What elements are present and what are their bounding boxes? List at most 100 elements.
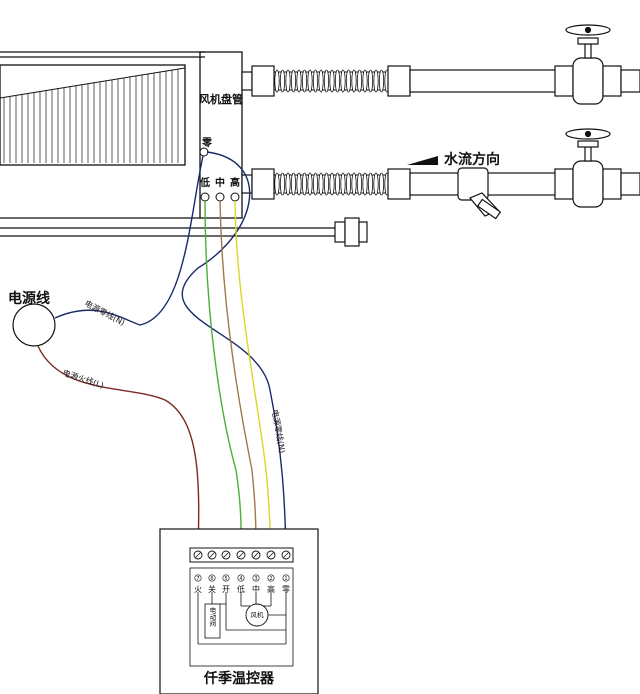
high-speed-wire — [234, 200, 272, 553]
low-terminal — [200, 192, 210, 202]
hose-ring — [334, 69, 341, 93]
hose-ring — [274, 172, 280, 196]
hose-ring — [362, 172, 368, 196]
fan-coil-unit — [0, 51, 335, 237]
terminal-number-ring — [237, 574, 245, 582]
terminal-number: 6 — [210, 576, 213, 582]
zero-terminal — [199, 147, 209, 157]
hose-ring — [323, 69, 330, 93]
terminal-numbers: 7 6 5 4 3 2 1 — [194, 574, 290, 582]
hose-ring — [323, 172, 330, 196]
power-source — [12, 303, 56, 347]
terminal-label: 开 — [222, 585, 230, 594]
terminal-label: 中 — [252, 584, 260, 594]
hose-ring — [285, 69, 291, 93]
flow-direction-label: 水流方向 — [444, 151, 500, 168]
zero-terminal-label: 零 — [200, 136, 213, 148]
screw-slot — [238, 552, 244, 558]
hose-ring — [279, 172, 286, 196]
hose-ring — [290, 69, 297, 93]
high-terminal-label: 高 — [230, 176, 240, 189]
hose-ring — [296, 172, 302, 196]
fan-coil-title: 风机盘管 — [199, 92, 243, 106]
terminal-number: 4 — [239, 576, 242, 582]
hose-ring — [334, 172, 341, 196]
live-wire — [37, 345, 200, 553]
live-wire-label: 电源火线(L) — [61, 367, 105, 390]
mid-terminal-label: 中 — [215, 176, 225, 189]
thermostat-title: 仟季温控器 — [203, 670, 275, 687]
fin-edge — [0, 67, 186, 99]
thermostat: 7 6 5 4 3 2 1 火关开低中高零 电动阀 风机 仟季温控器 — [159, 528, 319, 694]
hose-ring — [301, 69, 308, 93]
hose-ring — [307, 69, 313, 93]
hose-ring — [373, 69, 379, 93]
terminal-label: 低 — [237, 584, 245, 594]
mid-terminal — [215, 192, 225, 202]
hose-ring — [290, 172, 297, 196]
flex-hose-lower — [274, 172, 390, 196]
terminal-label: 高 — [267, 584, 275, 594]
hose-ring — [312, 69, 319, 93]
hose-ring — [274, 69, 280, 93]
coil-fins — [0, 67, 186, 163]
terminal-number-ring — [252, 574, 260, 582]
terminal-number-ring — [267, 574, 275, 582]
hose-ring — [296, 69, 302, 93]
hose-ring — [378, 172, 385, 196]
neutral-wire-label: 电源零线(N) — [83, 298, 127, 328]
flow-arrow-icon — [407, 156, 438, 165]
hose-ring — [285, 172, 291, 196]
motorized-valve — [204, 603, 221, 639]
fan-label: 风机 — [251, 610, 265, 619]
hose-ring — [367, 172, 374, 196]
hose-ring — [301, 172, 308, 196]
high-terminal — [230, 192, 240, 202]
terminal-number: 2 — [269, 576, 272, 582]
hose-ring — [318, 69, 324, 93]
hose-ring — [345, 172, 352, 196]
hose-ring — [356, 69, 363, 93]
drain-fitting — [334, 217, 368, 247]
upper-pipe — [241, 24, 640, 105]
terminal-number: 3 — [254, 576, 257, 582]
lower-pipe — [241, 128, 640, 220]
hose-ring — [329, 69, 335, 93]
screw-slot — [195, 552, 201, 558]
neutral-wire-power — [54, 155, 204, 326]
screw-slot — [283, 552, 289, 558]
neutral-wire-label-2: 电源零线(N) — [270, 409, 288, 454]
hose-ring — [318, 172, 324, 196]
hose-ring — [356, 172, 363, 196]
hose-ring — [378, 69, 385, 93]
flex-hose-upper — [274, 69, 390, 93]
terminal-label: 火 — [194, 585, 202, 594]
terminal-labels: 火关开低中高零 — [194, 584, 290, 594]
terminal-block — [193, 550, 291, 560]
terminal-label: 零 — [282, 585, 290, 594]
hose-ring — [340, 69, 346, 93]
terminal-number: 7 — [196, 576, 199, 582]
hose-ring — [312, 172, 319, 196]
terminal-label: 关 — [208, 584, 216, 594]
hose-ring — [345, 69, 352, 93]
hose-ring — [367, 69, 374, 93]
screw-slot — [223, 552, 229, 558]
low-speed-wire — [204, 200, 242, 553]
hose-ring — [362, 69, 368, 93]
hose-ring — [340, 172, 346, 196]
hose-ring — [329, 172, 335, 196]
screw-slot — [268, 552, 274, 558]
fan-motor — [245, 603, 269, 627]
hose-ring — [351, 172, 357, 196]
hose-ring — [307, 172, 313, 196]
valve-label: 电动阀 — [208, 606, 216, 628]
terminal-number-ring — [208, 574, 216, 582]
terminal-number: 1 — [284, 576, 287, 582]
hose-ring — [279, 69, 286, 93]
terminal-number: 5 — [224, 576, 227, 582]
hose-ring — [351, 69, 357, 93]
terminal-number-ring — [282, 574, 290, 582]
